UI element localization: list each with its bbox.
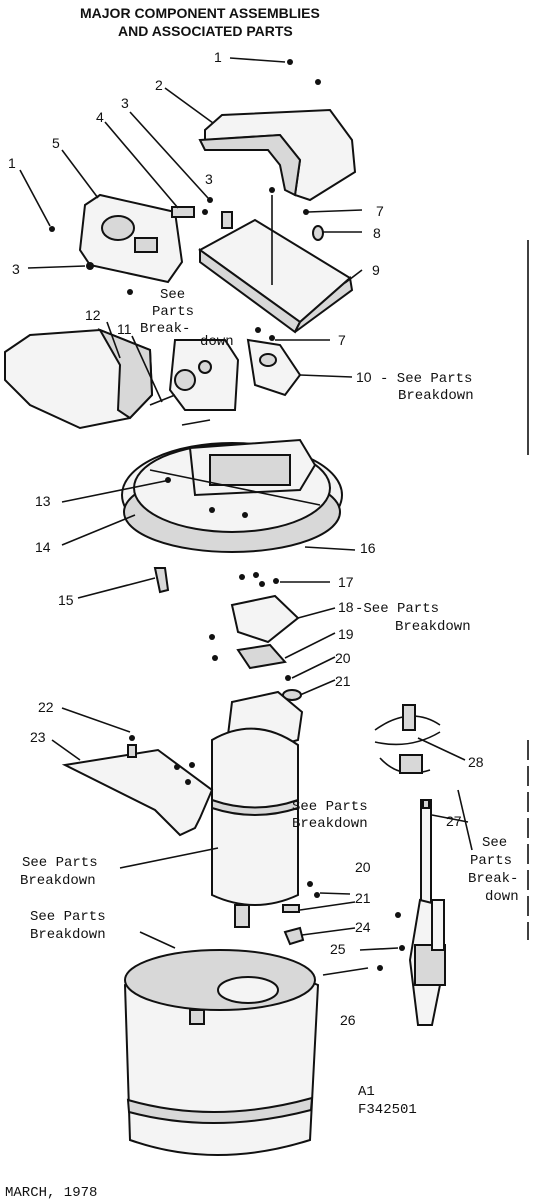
callout-20-lower: 20 — [355, 859, 371, 875]
callout-19: 19 — [338, 626, 354, 642]
note-left-line-1: See Parts — [22, 855, 98, 871]
callout-10: 10 — [356, 369, 372, 385]
callout-25: 25 — [330, 941, 346, 957]
screw — [127, 289, 133, 295]
screw — [181, 419, 211, 426]
note-10-line-2: Breakdown — [398, 388, 474, 404]
date-label: MARCH, 1978 — [5, 1185, 97, 1200]
callout-3-upper: 3 — [121, 95, 129, 111]
note-27-line-4: down — [485, 889, 519, 905]
callout-3-mid: 3 — [205, 171, 213, 187]
callout-5: 5 — [52, 135, 60, 151]
side-cover — [4, 328, 154, 430]
note-27-line-1: See — [482, 835, 507, 851]
note-base-line-1: See Parts — [30, 909, 106, 925]
brine-shelf — [61, 735, 214, 837]
note-left-line-2: Breakdown — [20, 873, 96, 889]
gasket — [282, 904, 300, 913]
callout-8: 8 — [373, 225, 381, 241]
callout-17: 17 — [338, 574, 354, 590]
timer-mechanism — [149, 327, 302, 411]
title-line-2: AND ASSOCIATED PARTS — [118, 23, 293, 39]
control-tray — [198, 187, 354, 334]
callout-11: 11 — [117, 321, 132, 337]
callout-22: 22 — [38, 699, 54, 715]
screw — [377, 965, 383, 971]
callout-9: 9 — [372, 262, 380, 278]
note-tank-line-1: See Parts — [292, 799, 368, 815]
screw — [49, 226, 55, 232]
title-line-1: MAJOR COMPONENT ASSEMBLIES — [80, 5, 320, 21]
note-9-line-2: Parts — [152, 304, 194, 320]
note-9-line-1: See — [160, 287, 185, 303]
note-27-line-2: Parts — [470, 853, 512, 869]
callout-27: 27 — [446, 813, 462, 829]
callout-14: 14 — [35, 539, 51, 555]
overflow-clip — [153, 567, 170, 594]
callout-20-upper: 20 — [335, 650, 351, 666]
note-9-line-4: down — [200, 334, 234, 350]
screw — [315, 79, 321, 85]
callout-28: 28 — [468, 754, 484, 770]
brine-valve-assembly — [374, 704, 447, 1026]
leader-lines — [19, 57, 473, 951]
figure-id-line-2: F342501 — [358, 1102, 417, 1118]
screw — [202, 209, 208, 215]
figure-id-line-1: A1 — [358, 1084, 375, 1100]
screw-1 — [287, 59, 293, 65]
note-tank-line-2: Breakdown — [292, 816, 368, 832]
callout-24: 24 — [355, 919, 371, 935]
callout-21-lower: 21 — [355, 890, 371, 906]
cabinet-lid — [121, 438, 343, 553]
screw — [314, 892, 320, 898]
callout-15: 15 — [58, 592, 74, 608]
screw — [86, 262, 94, 270]
screw — [307, 881, 313, 887]
valve-bracket — [209, 572, 302, 701]
callout-1-left: 1 — [8, 155, 16, 171]
top-cover — [198, 108, 357, 202]
salt-storage-tank — [123, 949, 320, 1156]
callout-7-upper: 7 — [376, 203, 384, 219]
note-10-line-1: - See Parts — [380, 371, 472, 387]
elbow — [283, 926, 305, 946]
callout-21-upper: 21 — [335, 673, 351, 689]
callout-3-left: 3 — [12, 261, 20, 277]
screw — [207, 197, 213, 203]
callout-1-top: 1 — [214, 49, 222, 65]
callout-18: 18 — [338, 599, 354, 615]
callout-12: 12 — [85, 307, 101, 323]
note-27-line-3: Break- — [468, 871, 518, 887]
callout-7-lower: 7 — [338, 332, 346, 348]
callout-26: 26 — [340, 1012, 356, 1028]
note-base-line-2: Breakdown — [30, 927, 106, 943]
control-panel-plate — [78, 193, 184, 284]
callout-13: 13 — [35, 493, 51, 509]
note-18-line-2: Breakdown — [395, 619, 471, 635]
callout-23: 23 — [30, 729, 46, 745]
note-9-line-3: Break- — [140, 321, 190, 337]
resin-tank — [211, 727, 299, 928]
callout-2: 2 — [155, 77, 163, 93]
bracket — [171, 206, 195, 218]
note-18-line-1: -See Parts — [355, 601, 439, 617]
callout-16: 16 — [360, 540, 376, 556]
callout-4: 4 — [96, 109, 104, 125]
screw — [322, 967, 369, 976]
